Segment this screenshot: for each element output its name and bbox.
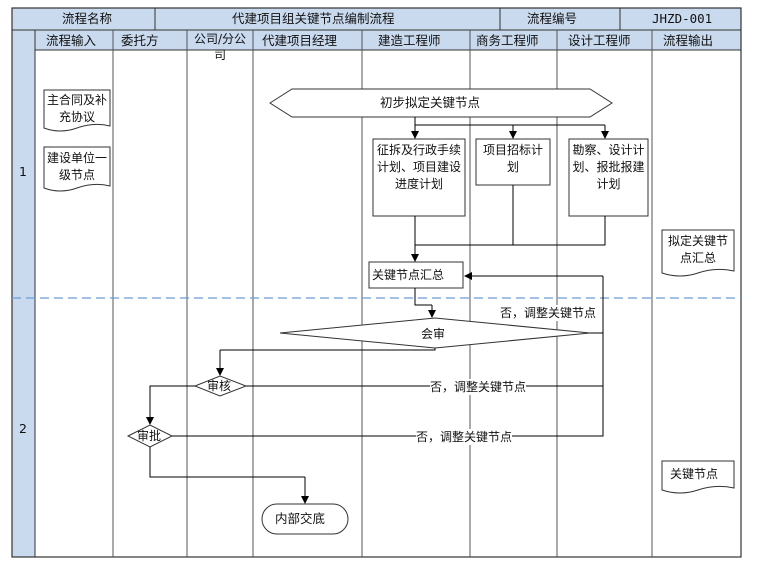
input-owner-nodes-doc: 建设单位一级节点 bbox=[46, 151, 107, 182]
lane-header-client: 委托方 bbox=[121, 33, 159, 48]
key-node-summary-box: 关键节点汇总 bbox=[372, 268, 445, 282]
lane-header-company: 公司/分公司 bbox=[193, 32, 247, 62]
edge-label-reject-company: 否，调整关键节点 bbox=[430, 379, 527, 395]
input-contract-doc: 主合同及补充协议 bbox=[46, 93, 107, 124]
process-no-label: 流程编号 bbox=[527, 11, 578, 26]
company-review-diamond: 审核 bbox=[207, 379, 232, 393]
edge-label-reject-client: 否，调整关键节点 bbox=[416, 429, 513, 445]
client-approve-diamond: 审批 bbox=[137, 429, 162, 443]
process-name-label: 流程名称 bbox=[62, 11, 113, 26]
phase-label-2: 2 bbox=[19, 421, 27, 436]
output-draft-summary-doc: 拟定关键节点汇总 bbox=[667, 234, 728, 265]
lane-header-output: 流程输出 bbox=[663, 33, 714, 48]
design-plan-box: 勘察、设计计划、报批报建计划 bbox=[572, 143, 645, 191]
edge-label-reject-review: 否，调整关键节点 bbox=[500, 305, 597, 321]
header-bg bbox=[35, 8, 741, 50]
lane-header-commercial: 商务工程师 bbox=[476, 33, 539, 48]
output-key-nodes-doc: 关键节点 bbox=[670, 467, 719, 481]
lane-header-design: 设计工程师 bbox=[568, 33, 631, 48]
lane-header-construction: 建造工程师 bbox=[378, 33, 441, 48]
title-bg bbox=[12, 8, 35, 30]
process-name-value: 代建项目组关键节点编制流程 bbox=[232, 11, 395, 26]
internal-handover-terminator: 内部交底 bbox=[275, 511, 326, 526]
lane-header-input: 流程输入 bbox=[46, 33, 97, 48]
phase-label-1: 1 bbox=[19, 164, 27, 179]
joint-review-diamond: 会审 bbox=[421, 327, 446, 341]
construction-plan-box: 征拆及行政手续计划、项目建设进度计划 bbox=[376, 143, 461, 191]
phase-column-bg bbox=[12, 30, 35, 557]
bidding-plan-box: 项目招标计划 bbox=[482, 143, 543, 174]
draft-key-nodes-hexagon: 初步拟定关键节点 bbox=[380, 95, 481, 110]
lane-header-pm: 代建项目经理 bbox=[262, 33, 338, 48]
process-no-value: JHZD-001 bbox=[652, 11, 713, 26]
